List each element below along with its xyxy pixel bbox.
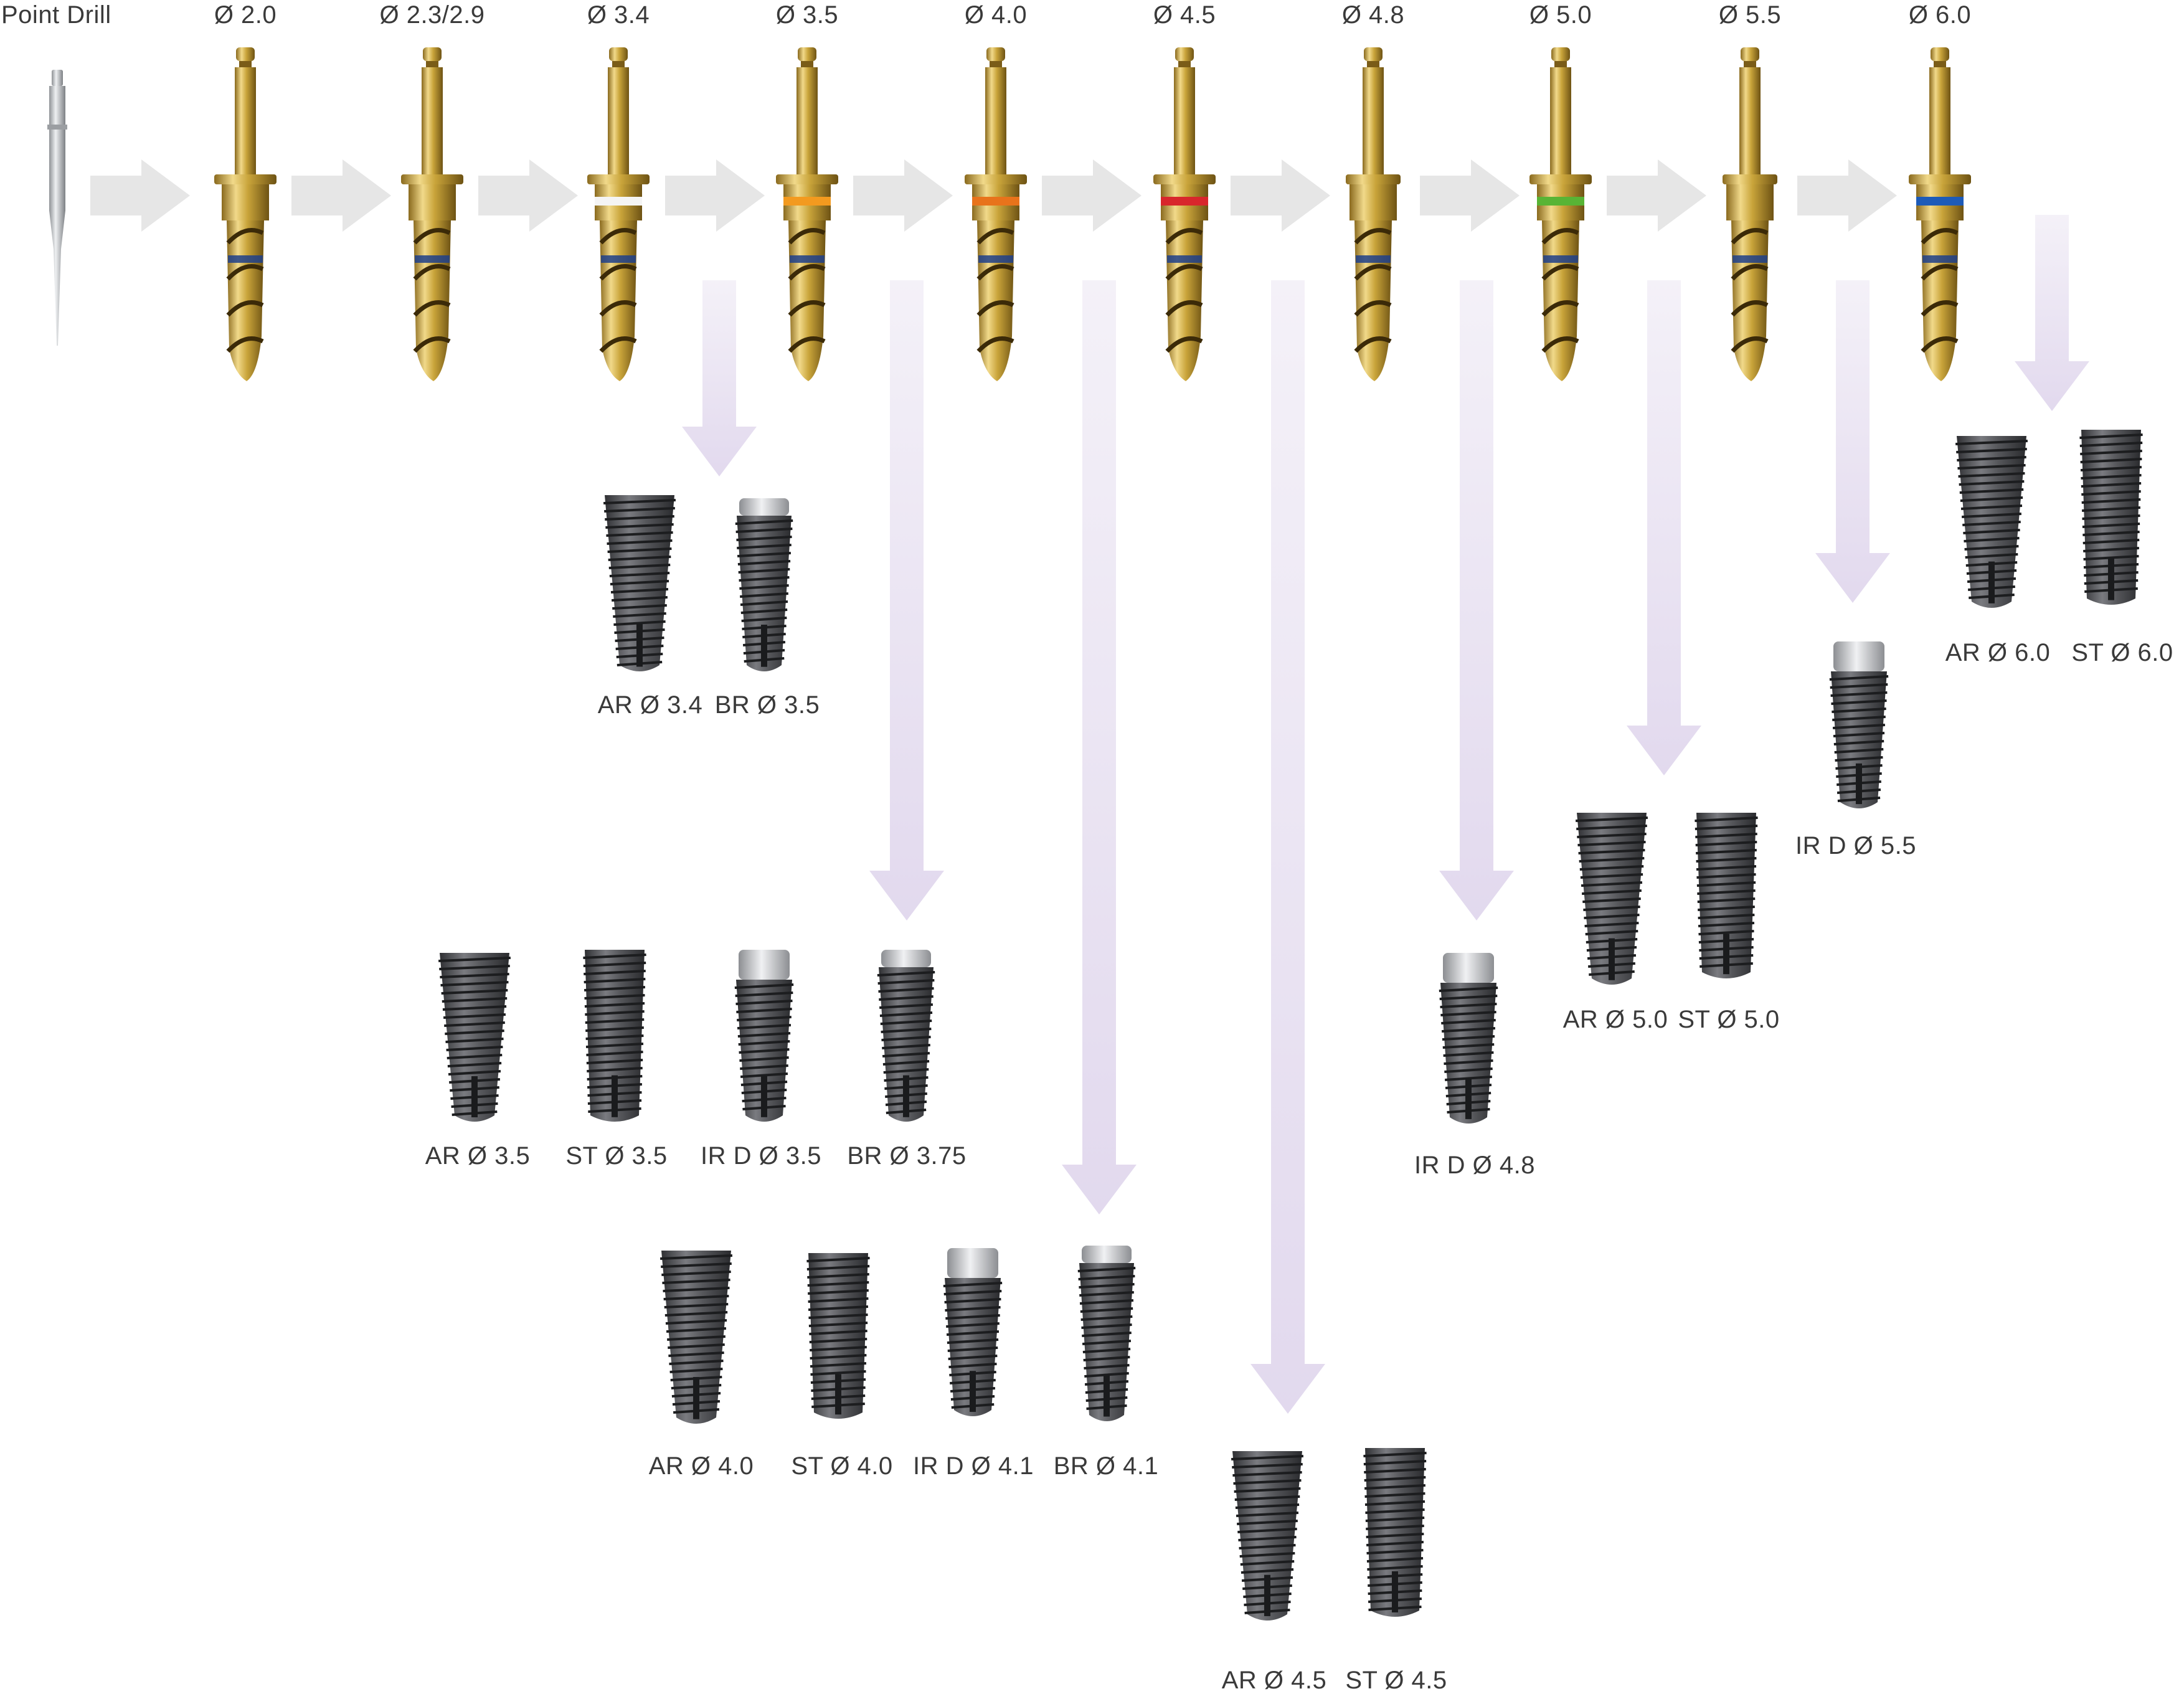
implant-label: ST Ø 4.0 <box>791 1452 893 1480</box>
step-arrow <box>1420 159 1520 232</box>
implant-label: AR Ø 4.5 <box>1221 1667 1327 1694</box>
color-band <box>1537 197 1584 206</box>
step-arrow <box>1797 159 1897 232</box>
gold-twist-drill-icon <box>1346 47 1401 381</box>
dental-implant-icon <box>1829 641 1889 808</box>
step-arrow <box>1231 159 1330 232</box>
implant-label: ST Ø 3.5 <box>565 1142 668 1170</box>
implant-label: IR D Ø 4.8 <box>1414 1152 1535 1179</box>
branch-arrow <box>869 280 944 920</box>
drill-label: Ø 4.8 <box>1341 1 1405 29</box>
dental-implant-icon <box>1231 1451 1303 1621</box>
dental-implant-icon <box>603 495 676 671</box>
dental-implant-icon <box>1439 953 1498 1124</box>
branch-arrow <box>1815 280 1890 603</box>
drill-label: Ø 2.0 <box>214 1 277 29</box>
color-band <box>1161 197 1208 206</box>
drill-label: Ø 4.0 <box>964 1 1028 29</box>
dental-implant-icon <box>1576 813 1648 985</box>
step-arrow <box>291 159 391 232</box>
dental-implant-icon <box>1955 436 2028 608</box>
implant-label: IR D Ø 3.5 <box>701 1142 821 1170</box>
implant-label: AR Ø 3.4 <box>597 691 703 719</box>
branch-arrow <box>682 280 757 476</box>
implant-label: AR Ø 6.0 <box>1945 639 2051 666</box>
dental-implant-icon <box>735 498 793 671</box>
implant-label: AR Ø 3.5 <box>425 1142 531 1170</box>
step-arrow <box>1042 159 1142 232</box>
implant-label: BR Ø 3.5 <box>714 691 820 719</box>
drill-label: Ø 3.5 <box>775 1 839 29</box>
implant-label: AR Ø 5.0 <box>1562 1006 1668 1033</box>
point-drill-icon <box>47 70 67 346</box>
gold-twist-drill-icon <box>1153 47 1216 381</box>
gold-twist-drill-icon <box>401 47 463 381</box>
color-band <box>783 197 831 206</box>
gold-twist-drill-icon <box>1723 47 1777 381</box>
step-arrow <box>478 159 578 232</box>
drill-label: Ø 2.3/2.9 <box>379 1 485 29</box>
gold-twist-drill-icon <box>1529 47 1592 381</box>
drill-label: Ø 6.0 <box>1908 1 1972 29</box>
step-arrow <box>665 159 765 232</box>
branch-arrow <box>1062 280 1137 1214</box>
drill-label: Ø 5.5 <box>1718 1 1782 29</box>
implant-label: IR D Ø 5.5 <box>1795 832 1916 859</box>
drill-label-point: Point Drill <box>1 1 111 29</box>
dental-implant-icon <box>438 953 511 1122</box>
dental-implant-icon <box>1363 1448 1427 1617</box>
implant-label: ST Ø 5.0 <box>1678 1006 1780 1033</box>
implant-label: BR Ø 4.1 <box>1053 1452 1159 1480</box>
branch-arrow <box>1250 280 1325 1414</box>
color-band <box>972 197 1019 206</box>
dental-implant-icon <box>1695 813 1758 978</box>
gold-twist-drill-icon <box>587 47 650 381</box>
drill-label: Ø 5.0 <box>1529 1 1592 29</box>
implant-label: BR Ø 3.75 <box>847 1142 967 1170</box>
branch-arrow <box>1439 280 1514 920</box>
dental-implant-icon <box>1077 1246 1136 1421</box>
dental-implant-icon <box>877 950 935 1122</box>
branch-arrow <box>1627 280 1701 775</box>
gold-twist-drill-icon <box>1909 47 1971 381</box>
dental-implant-icon <box>734 950 794 1122</box>
step-arrow <box>90 159 190 232</box>
drill-label: Ø 3.4 <box>587 1 650 29</box>
gold-twist-drill-icon <box>214 47 277 381</box>
dental-implant-icon <box>806 1253 870 1419</box>
step-arrow <box>853 159 953 232</box>
dental-implant-icon <box>943 1248 1003 1416</box>
dental-implant-icon <box>583 950 646 1122</box>
drill-label: Ø 4.5 <box>1153 1 1216 29</box>
color-band <box>1916 197 1964 206</box>
gold-twist-drill-icon <box>965 47 1027 381</box>
implant-label: IR D Ø 4.1 <box>913 1452 1034 1480</box>
color-band <box>595 197 642 206</box>
branch-arrow <box>2015 215 2089 411</box>
dental-implant-icon <box>2079 430 2143 605</box>
gold-twist-drill-icon <box>776 47 838 381</box>
step-arrow <box>1607 159 1706 232</box>
dental-implant-icon <box>660 1251 732 1424</box>
implant-label: AR Ø 4.0 <box>648 1452 754 1480</box>
implant-label: ST Ø 4.5 <box>1345 1667 1447 1694</box>
implant-label: ST Ø 6.0 <box>2071 639 2173 666</box>
